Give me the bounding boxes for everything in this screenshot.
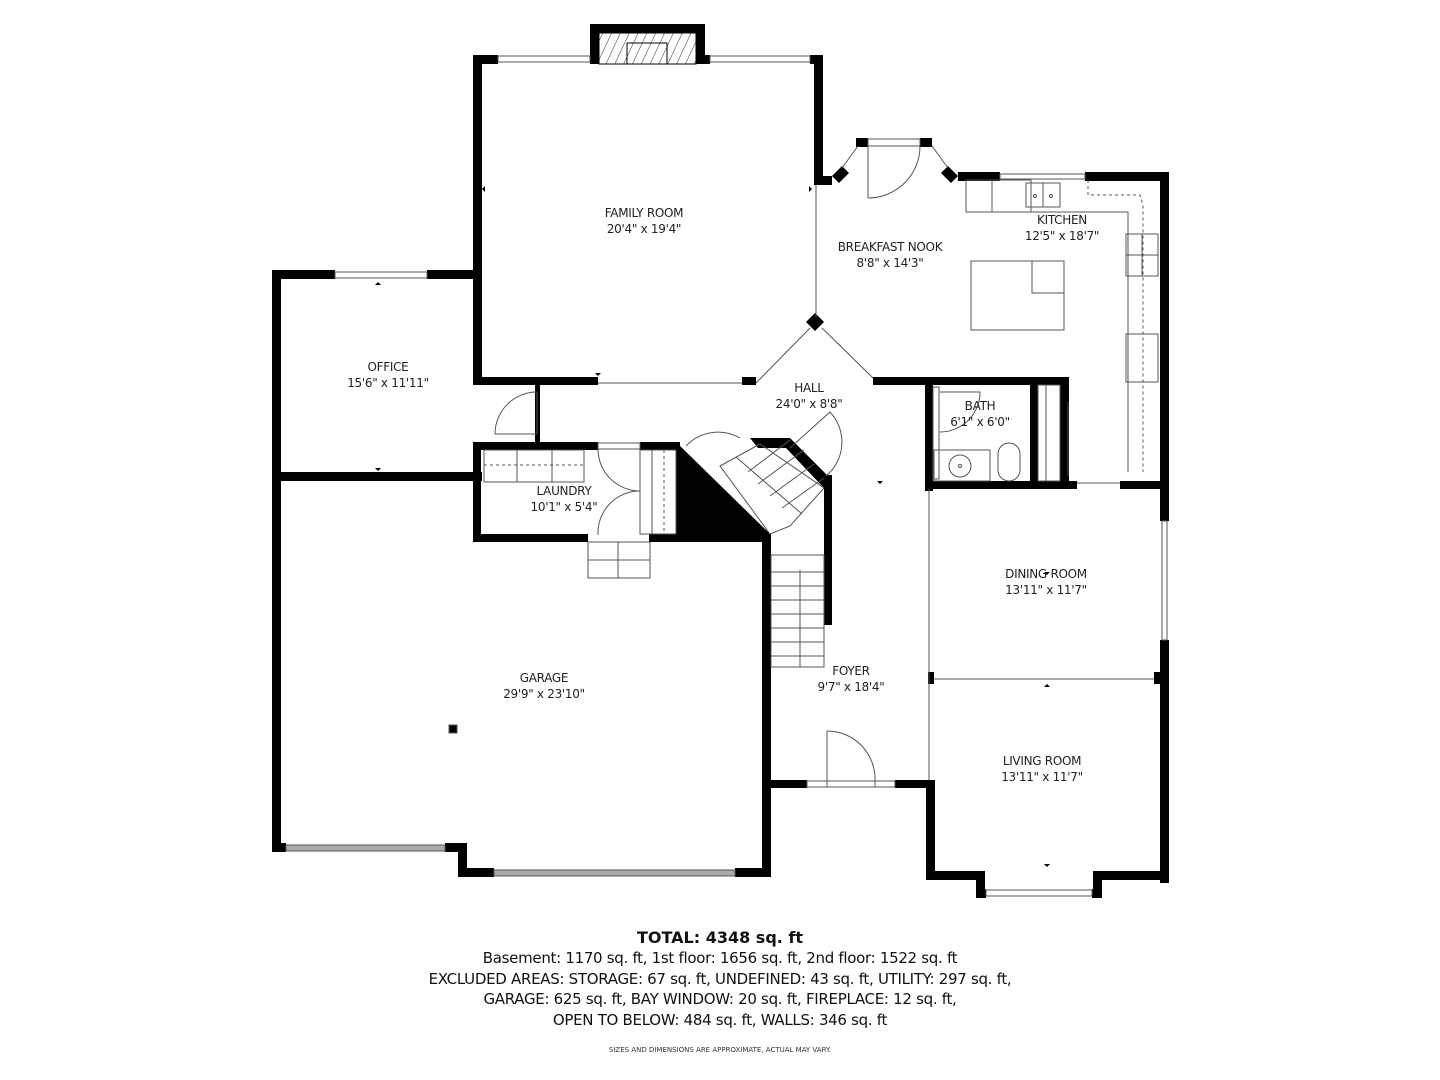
room-dimensions: 12'5" x 18'7" [1024,229,1100,243]
room-name: OFFICE [367,360,409,374]
room-dimensions: 29'9" x 23'10" [503,687,585,701]
room-office: OFFICE 15'6" x 11'11" [347,359,429,391]
fixtures [448,138,1159,788]
room-foyer: FOYER 9'7" x 18'4" [818,663,885,695]
floor-areas: Basement: 1170 sq. ft, 1st floor: 1656 s… [482,949,958,967]
room-name: LIVING ROOM [1002,754,1082,768]
excluded-areas-line-1: EXCLUDED AREAS: STORAGE: 67 sq. ft, UNDE… [428,969,1012,988]
room-dimensions: 15'6" x 11'11" [347,376,429,390]
disclaimer: SIZES AND DIMENSIONS ARE APPROXIMATE, AC… [608,1046,832,1054]
walls [272,24,1169,898]
room-name: FAMILY ROOM [604,206,684,220]
room-kitchen: KITCHEN 12'5" x 18'7" [1024,212,1100,244]
room-name: GARAGE [519,671,569,685]
total-area: TOTAL: 4348 sq. ft [636,928,804,947]
room-living-room: LIVING ROOM 13'11" x 11'7" [1001,753,1083,785]
fireplace [598,32,697,65]
excluded-areas-line-2: GARAGE: 625 sq. ft, BAY WINDOW: 20 sq. f… [483,990,957,1008]
room-dimensions: 13'11" x 11'7" [1005,583,1087,597]
room-name: KITCHEN [1037,213,1087,227]
room-name: LAUNDRY [536,484,592,498]
room-name: BATH [964,399,996,413]
room-name: DINING ROOM [1005,567,1087,581]
room-name: BREAKFAST NOOK [837,240,943,254]
room-dimensions: 10'1" x 5'4" [530,500,598,514]
room-dimensions: 20'4" x 19'4" [606,222,682,236]
room-name: FOYER [832,664,870,678]
room-name: HALL [794,381,824,395]
room-laundry: LAUNDRY 10'1" x 5'4" [531,483,598,515]
room-dimensions: 13'11" x 11'7" [1001,770,1083,784]
room-dimensions: 24'0" x 8'8" [775,397,843,411]
area-summary: TOTAL: 4348 sq. ft Basement: 1170 sq. ft… [0,927,1440,1030]
room-garage: GARAGE 29'9" x 23'10" [503,670,585,702]
room-breakfast-nook: BREAKFAST NOOK 8'8" x 14'3" [838,239,943,271]
room-dimensions: 6'1" x 6'0" [950,415,1010,429]
windows [285,55,1168,897]
room-hall: HALL 24'0" x 8'8" [776,380,843,412]
room-bath: BATH 6'1" x 6'0" [950,398,1010,430]
room-dimensions: 8'8" x 14'3" [856,256,924,270]
dimension-markers [375,186,1050,867]
room-dining-room: DINING ROOM 13'11" x 11'7" [1005,566,1087,598]
room-dimensions: 9'7" x 18'4" [817,680,885,694]
excluded-areas-line-3: OPEN TO BELOW: 484 sq. ft, WALLS: 346 sq… [552,1010,888,1029]
room-family-room: FAMILY ROOM 20'4" x 19'4" [604,205,684,237]
